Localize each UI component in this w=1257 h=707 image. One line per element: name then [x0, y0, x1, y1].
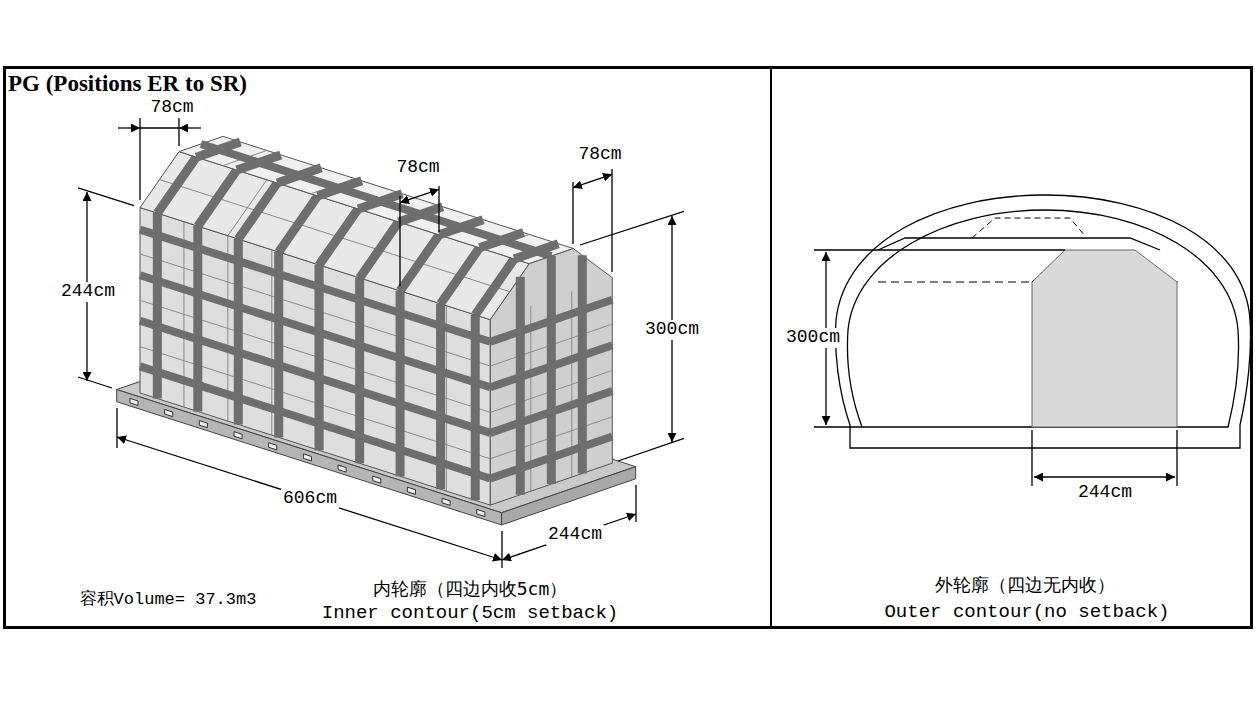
- dimension: 300cm: [784, 328, 842, 348]
- aircraft-contour: [836, 195, 1251, 448]
- dimension-lines: [118, 127, 140, 128]
- dimension-lines: [179, 127, 201, 128]
- cargo-cross-section: [1032, 250, 1177, 427]
- dimension: 78cm: [148, 98, 195, 118]
- volume-note: 容积Volume= 37.3m3: [80, 590, 257, 610]
- cargo-cross-section: [1032, 250, 1177, 427]
- dimension-lines: [78, 118, 684, 568]
- dimension-lines: [573, 169, 612, 272]
- pallet-base: [234, 432, 242, 439]
- caption: 内轮廓（四边内收5cm）: [373, 579, 568, 600]
- cargo-top-face: [196, 142, 558, 259]
- dimension-lines: [117, 437, 502, 560]
- pallet-base: [373, 476, 381, 483]
- pallet-base: [269, 443, 277, 450]
- pallet-base: [303, 454, 311, 461]
- dimension-lines: [400, 186, 439, 286]
- panel: 外轮廓（四边无内收） Outer contour(no setback): [772, 66, 1253, 629]
- pallet-base: [338, 465, 346, 472]
- cargo-end-face: [490, 235, 612, 505]
- panel: 内轮廓（四边内收5cm） Inner contour(5cm setback): [3, 66, 772, 629]
- dimension: 244cm: [546, 525, 604, 545]
- dimension-lines: [814, 250, 1177, 486]
- dimension-lines: [635, 485, 636, 522]
- dimension-lines: [140, 118, 179, 200]
- pallet-base: [442, 498, 450, 505]
- aircraft-contour: [848, 210, 1239, 427]
- pallet-base: [130, 398, 138, 405]
- pallet-base: [477, 509, 485, 516]
- aircraft-contour: [836, 195, 1251, 448]
- cargo-end-face: [490, 235, 612, 505]
- pallet-base: [407, 487, 415, 494]
- dimension: 78cm: [394, 158, 441, 178]
- dimension: 300cm: [643, 320, 701, 340]
- caption: Inner contour(5cm setback): [322, 603, 618, 625]
- dimension: 78cm: [576, 145, 623, 165]
- dimension-lines: [400, 189, 439, 202]
- aircraft-contour: [878, 238, 1160, 250]
- dimension-lines: [502, 514, 636, 560]
- dimension-lines: [117, 408, 502, 568]
- dimension-lines: [1034, 476, 1175, 477]
- cargo-top-face: [179, 136, 573, 263]
- cargo-end-face: [520, 245, 582, 494]
- aircraft-contour: [972, 218, 1085, 238]
- caption: Outer contour(no setback): [884, 602, 1169, 624]
- pallet-base: [199, 421, 207, 428]
- dimension-lines: [814, 250, 1065, 427]
- dimension: 244cm: [59, 282, 117, 302]
- dimension-lines: [140, 127, 179, 128]
- title: PG (Positions ER to SR): [8, 71, 247, 97]
- dimension-lines: [1032, 430, 1177, 486]
- cargo-top-face: [179, 136, 573, 263]
- dimension-lines: [573, 174, 612, 187]
- dimension: 244cm: [1076, 483, 1134, 503]
- pallet-base: [165, 409, 173, 416]
- caption: 外轮廓（四边无内收）: [935, 575, 1115, 596]
- dimension: 606cm: [281, 489, 339, 509]
